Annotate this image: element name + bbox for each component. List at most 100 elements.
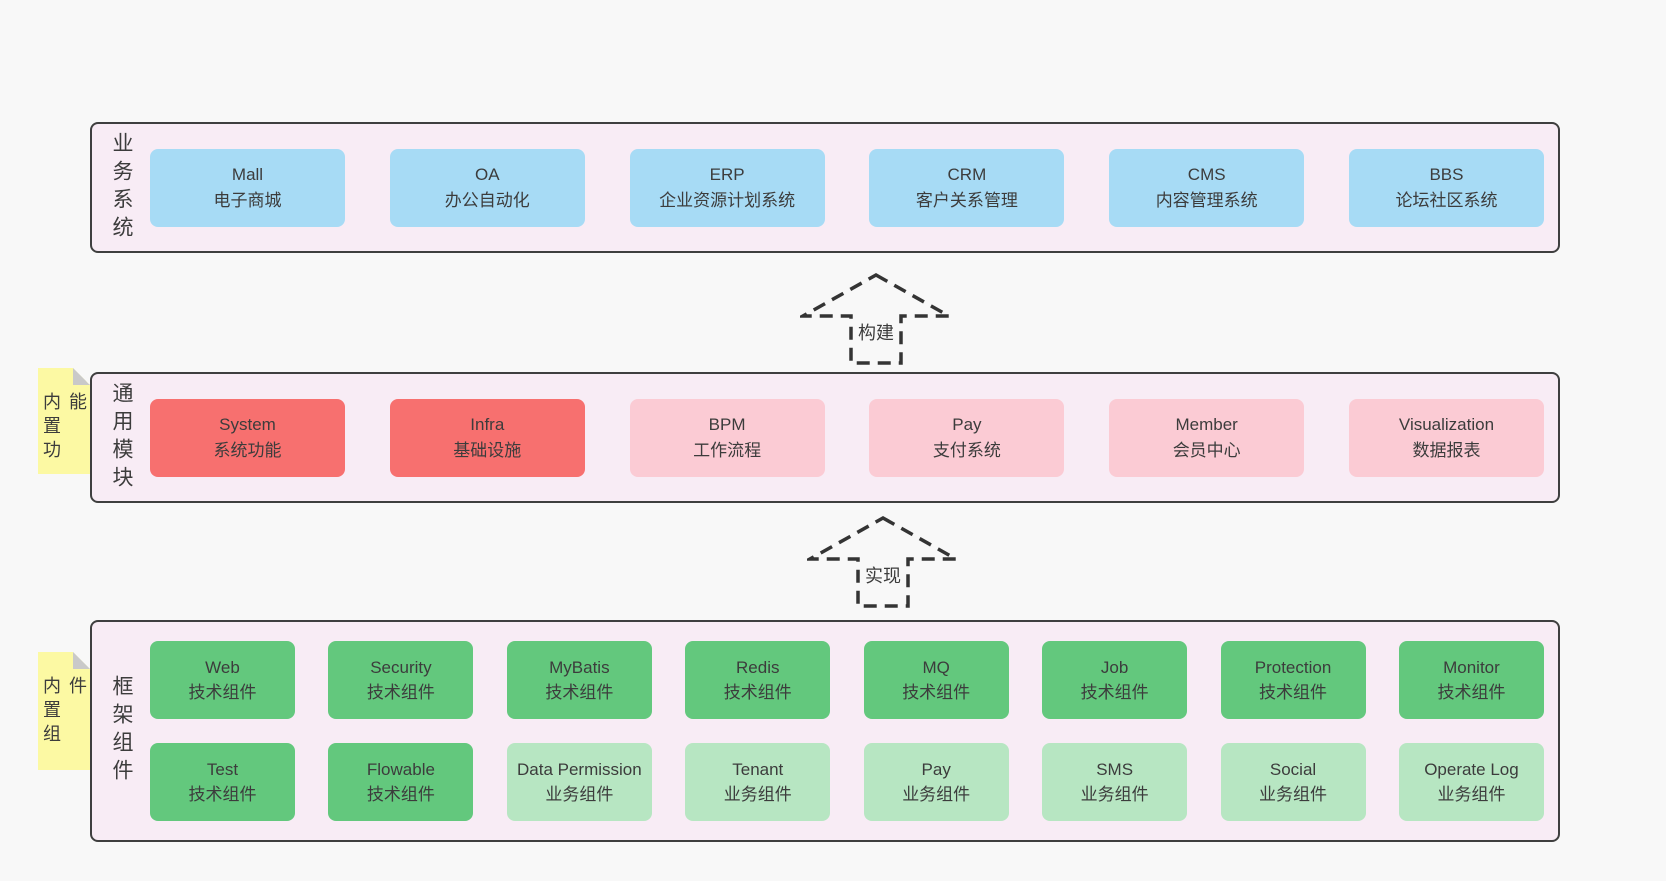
- box-subtitle: 支付系统: [932, 440, 1001, 460]
- box-title: Protection: [1254, 657, 1332, 677]
- box-subtitle: 客户关系管理: [915, 190, 1018, 210]
- box-subtitle: 业务组件: [902, 785, 971, 804]
- box-title: Redis: [736, 657, 780, 677]
- box-title: Member: [1175, 415, 1238, 434]
- module-box-bpm: BPM 工作流程: [629, 398, 825, 477]
- sticky-note-label: 内置功能: [41, 392, 87, 464]
- box-subtitle: 业务组件: [1080, 785, 1149, 804]
- box-subtitle: 技术组件: [1080, 683, 1149, 702]
- box-row: System 系统功能 Infra 基础设施 BPM 工作流程 Pay 支付系统 Member 会…: [150, 398, 1544, 477]
- box-row: Mall 电子商城 OA 办公自动化 ERP 企业资源计划系统 CRM 客户关系管理 CMS 内容…: [150, 148, 1544, 227]
- box-title: BPM: [708, 415, 746, 434]
- box-subtitle: 基础设施: [453, 440, 522, 460]
- box-title: BBS: [1429, 165, 1464, 184]
- module-box-sms: SMS 业务组件: [1042, 743, 1188, 821]
- module-box-flowable: Flowable 技术组件: [328, 743, 474, 821]
- box-title: Visualization: [1398, 415, 1495, 434]
- module-box-test: Test 技术组件: [150, 743, 295, 821]
- box-title: MyBatis: [549, 657, 610, 677]
- module-box-visualization: Visualization 数据报表: [1348, 398, 1544, 477]
- box-title: Tenant: [732, 759, 784, 779]
- box-title: Infra: [470, 415, 505, 434]
- box-subtitle: 业务组件: [545, 785, 614, 804]
- box-title: OA: [475, 165, 500, 184]
- box-subtitle: 技术组件: [902, 683, 971, 702]
- arrow-implement: 实现: [807, 515, 959, 609]
- layer-rows: Mall 电子商城 OA 办公自动化 ERP 企业资源计划系统 CRM 客户关系管理 CMS 内容…: [150, 124, 1558, 251]
- box-subtitle: 系统功能: [213, 440, 282, 460]
- box-title: Flowable: [366, 759, 435, 779]
- module-box-erp: ERP 企业资源计划系统: [629, 148, 825, 227]
- box-title: ERP: [709, 165, 745, 184]
- module-box-pay: Pay 支付系统: [869, 398, 1065, 477]
- box-title: Data Permission: [516, 759, 642, 779]
- module-box-tenant: Tenant 业务组件: [685, 743, 831, 821]
- module-box-mq: MQ 技术组件: [863, 641, 1009, 719]
- box-title: Pay: [921, 759, 951, 779]
- layer-common-modules: 通用模块 System 系统功能 Infra 基础设施 BPM 工作流程 Pay 支付系统 Me…: [90, 372, 1560, 503]
- box-title: Web: [205, 657, 240, 677]
- module-box-security: Security 技术组件: [328, 641, 474, 719]
- box-subtitle: 技术组件: [545, 683, 614, 702]
- box-title: Test: [206, 759, 239, 779]
- module-box-system: System 系统功能: [150, 398, 345, 477]
- module-box-operate-log: Operate Log 业务组件: [1398, 743, 1544, 821]
- arrow-implement-label: 实现: [862, 562, 904, 588]
- sticky-note-builtin-components: 内置组件: [38, 652, 90, 770]
- box-subtitle: 企业资源计划系统: [659, 190, 796, 210]
- module-box-pay: Pay 业务组件: [863, 743, 1009, 821]
- box-subtitle: 业务组件: [1259, 785, 1328, 804]
- box-subtitle: 技术组件: [366, 683, 435, 702]
- layer-rows: System 系统功能 Infra 基础设施 BPM 工作流程 Pay 支付系统 Member 会…: [150, 374, 1558, 501]
- box-title: Operate Log: [1424, 759, 1519, 779]
- box-subtitle: 技术组件: [188, 683, 257, 702]
- box-title: CMS: [1187, 165, 1226, 184]
- box-subtitle: 业务组件: [723, 785, 792, 804]
- module-box-cms: CMS 内容管理系统: [1109, 148, 1305, 227]
- box-title: SMS: [1096, 759, 1134, 779]
- layer-business-systems: 业务系统 Mall 电子商城 OA 办公自动化 ERP 企业资源计划系统 CRM 客户关系管理…: [90, 122, 1560, 253]
- module-box-data-permission: Data Permission 业务组件: [506, 743, 652, 821]
- box-title: MQ: [922, 657, 950, 677]
- arrow-build-label: 构建: [855, 319, 897, 345]
- module-box-mall: Mall 电子商城: [150, 148, 345, 227]
- box-title: Pay: [952, 415, 982, 434]
- arrow-build: 构建: [800, 272, 952, 366]
- box-title: Mall: [231, 165, 264, 184]
- box-title: System: [219, 415, 276, 434]
- layer-label-business-systems: 业务系统: [110, 131, 133, 244]
- box-subtitle: 技术组件: [188, 785, 257, 804]
- box-subtitle: 业务组件: [1437, 785, 1506, 804]
- sticky-note-label: 内置组件: [41, 676, 87, 748]
- layer-label-framework-components: 框架组件: [110, 675, 133, 787]
- module-box-member: Member 会员中心: [1109, 398, 1305, 477]
- box-subtitle: 技术组件: [723, 683, 792, 702]
- module-box-mybatis: MyBatis 技术组件: [506, 641, 652, 719]
- box-subtitle: 内容管理系统: [1155, 190, 1258, 210]
- box-subtitle: 办公自动化: [444, 190, 530, 210]
- module-box-redis: Redis 技术组件: [685, 641, 831, 719]
- box-title: Monitor: [1443, 657, 1500, 677]
- layer-label-common-modules: 通用模块: [110, 381, 133, 494]
- module-box-oa: OA 办公自动化: [389, 148, 585, 227]
- module-box-social: Social 业务组件: [1220, 743, 1366, 821]
- sticky-note-builtin-features: 内置功能: [38, 368, 90, 474]
- module-box-web: Web 技术组件: [150, 641, 295, 719]
- box-title: CRM: [947, 165, 987, 184]
- box-title: Social: [1269, 759, 1317, 779]
- box-subtitle: 电子商城: [213, 190, 282, 210]
- box-title: Security: [370, 657, 432, 677]
- box-subtitle: 技术组件: [366, 785, 435, 804]
- box-subtitle: 工作流程: [693, 440, 762, 460]
- box-subtitle: 数据报表: [1412, 440, 1481, 460]
- box-subtitle: 会员中心: [1172, 440, 1241, 460]
